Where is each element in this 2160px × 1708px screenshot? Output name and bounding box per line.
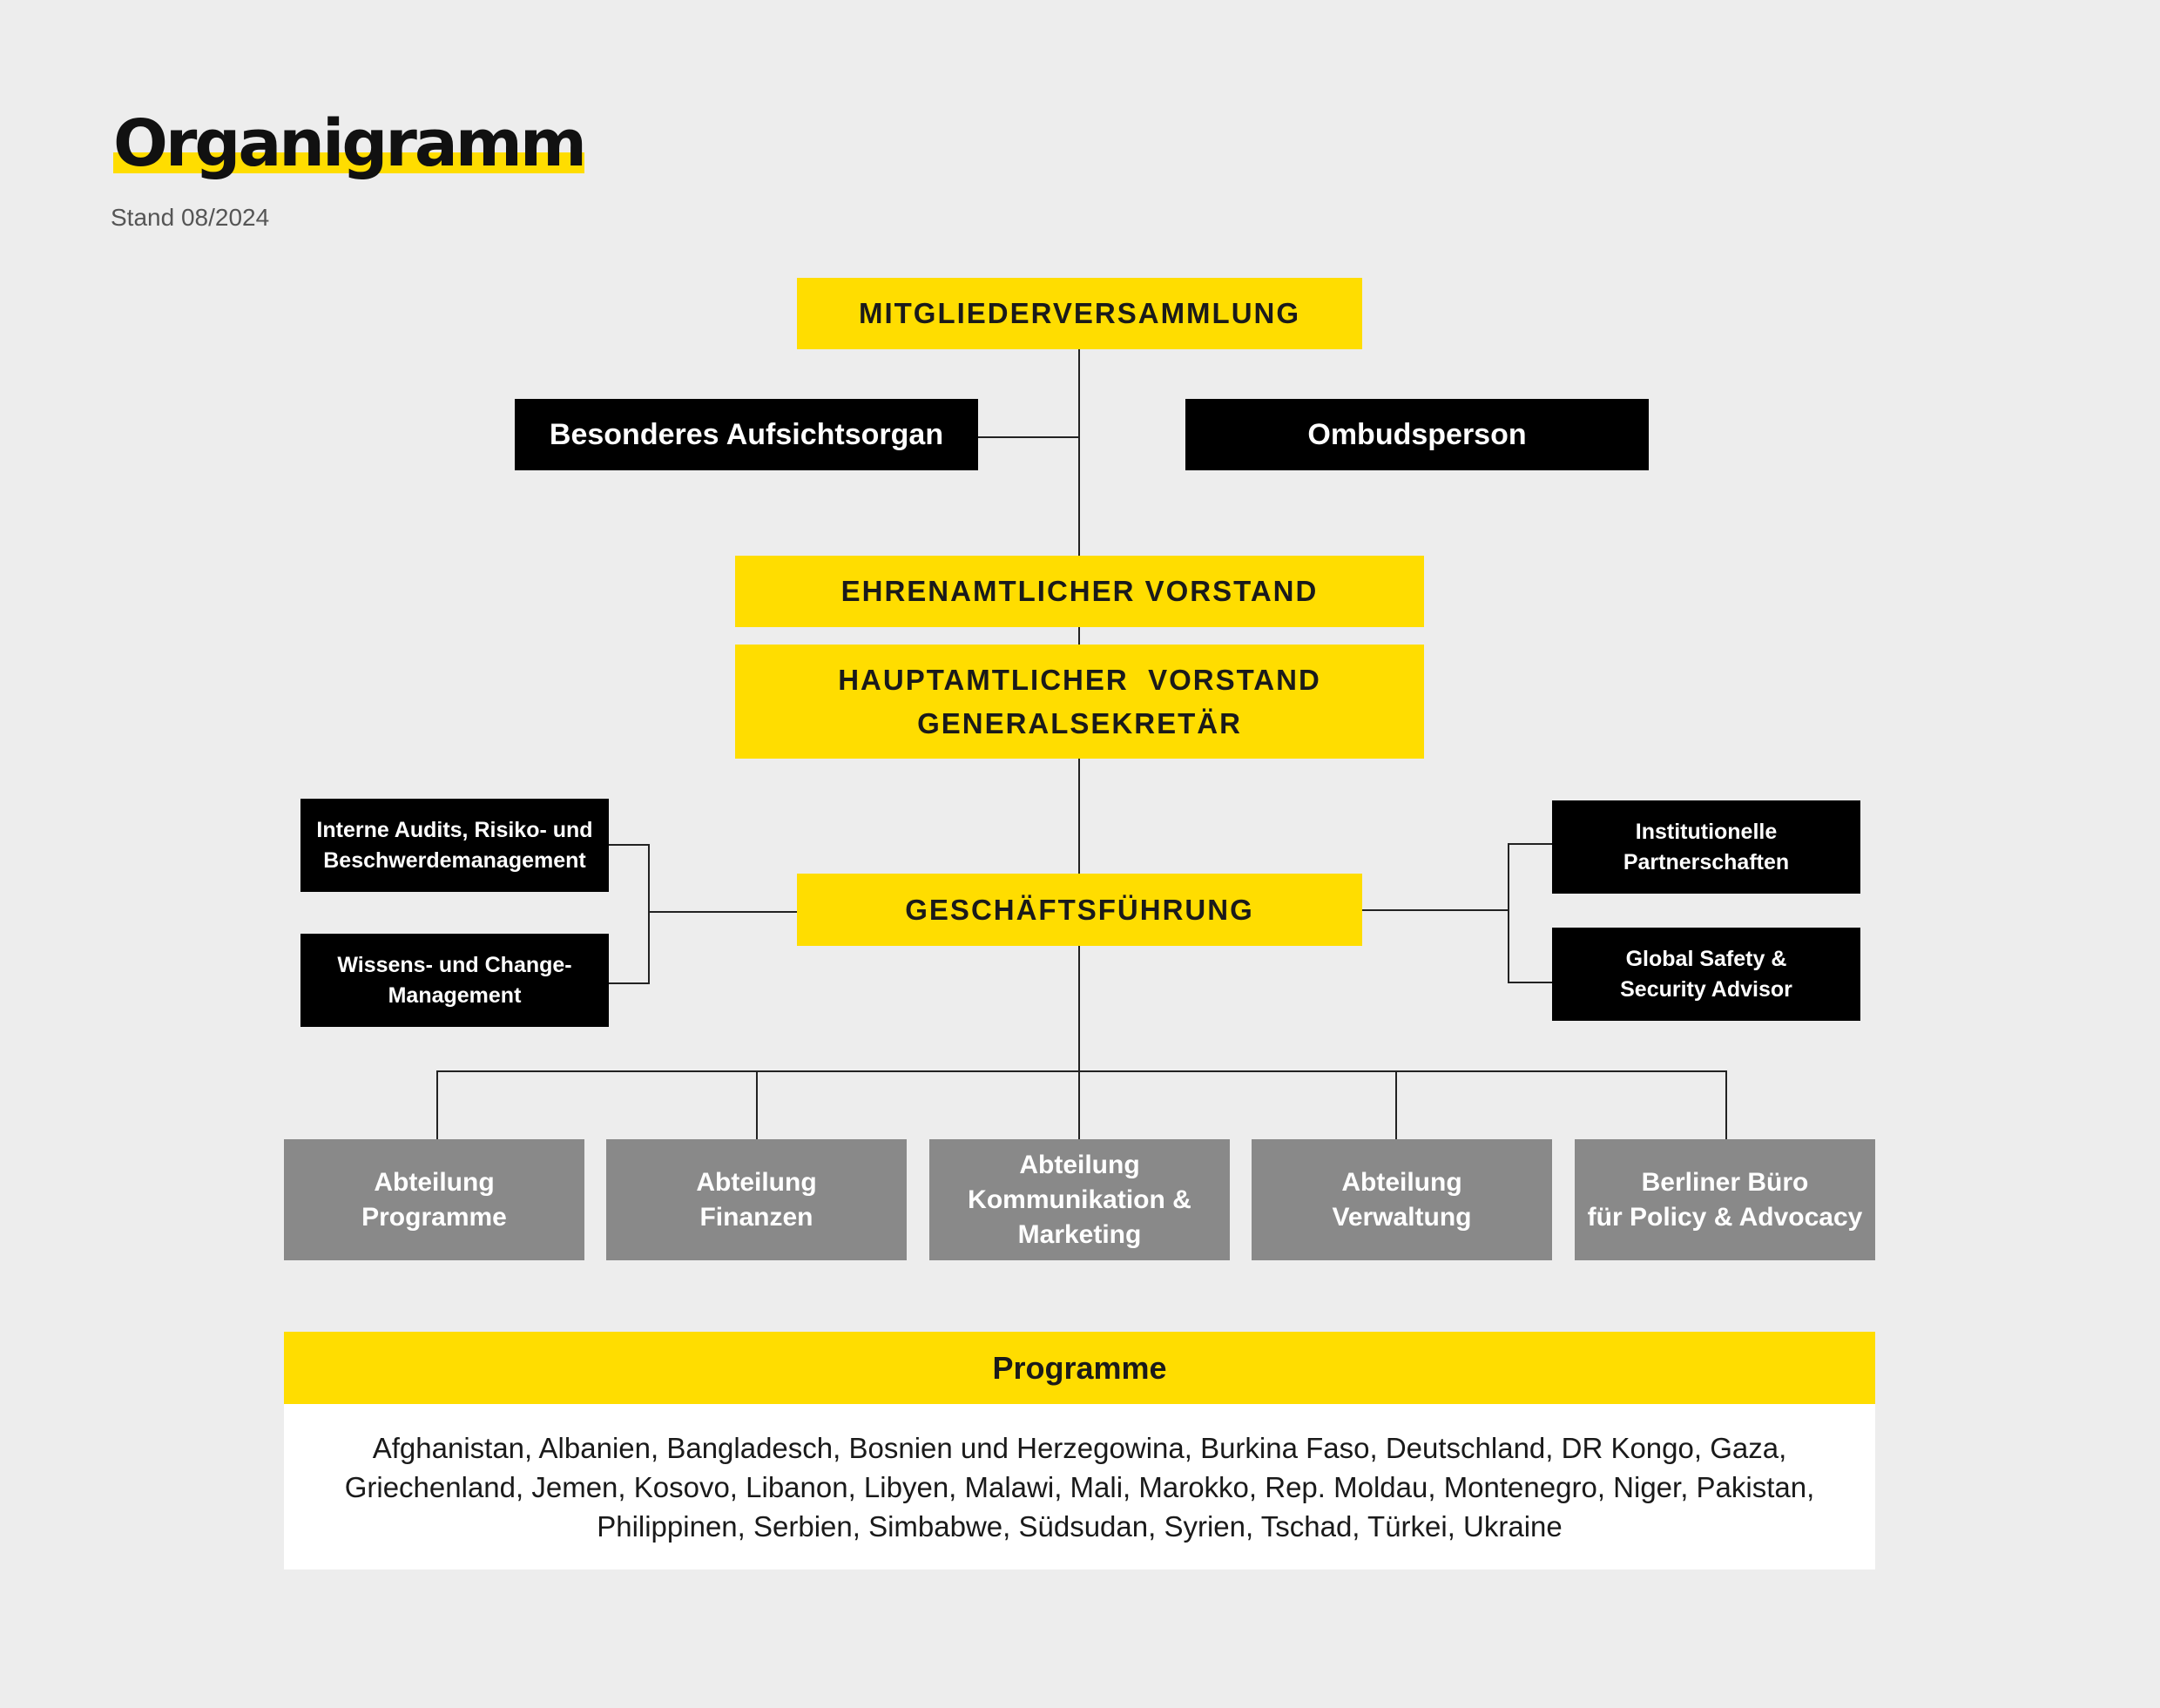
box-mitgliederversammlung-label: MITGLIEDERVERSAMMLUNG: [858, 297, 1301, 329]
box-hauptamtlicher-vorstand: HAUPTAMTLICHER VORSTAND GENERALSEKRETÄR: [735, 645, 1424, 759]
box-global-safety: Global Safety & Security Advisor: [1552, 928, 1860, 1021]
box-global-safety-line2: Security Advisor: [1620, 976, 1792, 1002]
department-line3: Marketing: [1017, 1219, 1142, 1249]
box-geschaeftsfuehrung: GESCHÄFTSFÜHRUNG: [797, 874, 1362, 946]
connector-dept-2: [756, 1070, 758, 1140]
title-block: Organigramm: [113, 106, 587, 181]
programmes-list: Afghanistan, Albanien, Bangladesch, Bosn…: [284, 1404, 1875, 1570]
connector-partnerschaften: [1508, 843, 1553, 845]
box-mitgliederversammlung: MITGLIEDERVERSAMMLUNG: [797, 278, 1362, 349]
connector-audits: [608, 844, 650, 846]
department-line2: Programme: [361, 1202, 507, 1232]
department-box-verwaltung: Abteilung Verwaltung: [1252, 1139, 1552, 1260]
department-line2: Verwaltung: [1332, 1202, 1472, 1232]
department-line1: Abteilung: [1341, 1167, 1462, 1197]
box-wissens-management: Wissens- und Change- Management: [300, 934, 609, 1027]
box-ehrenamtlicher-vorstand-label: EHRENAMTLICHER VORSTAND: [840, 575, 1319, 607]
connector-left-bracket: [648, 844, 650, 984]
department-box-kommunikation: Abteilung Kommunikation & Marketing: [929, 1139, 1230, 1260]
department-line1: Abteilung: [696, 1167, 817, 1197]
programmes-heading: Programme: [284, 1332, 1875, 1404]
connector-department-bus: [436, 1070, 1727, 1072]
box-ombudsperson-label: Ombudsperson: [1307, 417, 1527, 451]
title-highlight: [113, 152, 584, 173]
connector-gf-bottom: [1078, 945, 1080, 1071]
department-line2: Finanzen: [699, 1202, 813, 1232]
department-line2: für Policy & Advocacy: [1587, 1202, 1863, 1232]
box-ehrenamtlicher-vorstand: EHRENAMTLICHER VORSTAND: [735, 556, 1424, 627]
box-interne-audits: Interne Audits, Risiko- und Beschwerdema…: [300, 799, 609, 892]
connector-dept-4: [1395, 1070, 1397, 1140]
department-line1: Abteilung: [1019, 1150, 1140, 1179]
box-interne-audits-line2: Beschwerdemanagement: [323, 847, 586, 873]
department-box-programme: Abteilung Programme: [284, 1139, 584, 1260]
box-global-safety-line1: Global Safety &: [1625, 946, 1787, 971]
department-line1: Abteilung: [374, 1167, 495, 1197]
connector-aufsicht: [977, 436, 1079, 438]
box-partnerschaften-line1: Institutionelle: [1635, 819, 1778, 844]
box-hauptamtlicher-vorstand-line1: HAUPTAMTLICHER VORSTAND: [838, 663, 1321, 696]
connector-right-bracket: [1508, 843, 1509, 983]
box-aufsichtsorgan: Besonderes Aufsichtsorgan: [515, 399, 978, 470]
box-wissens-management-line2: Management: [388, 982, 522, 1008]
box-hauptamtlicher-vorstand-line2: GENERALSEKRETÄR: [917, 706, 1242, 739]
connector-top-vertical: [1078, 348, 1080, 557]
page-title: Organigramm: [113, 106, 587, 181]
connector-wissen: [608, 982, 650, 984]
department-line1: Berliner Büro: [1641, 1167, 1809, 1197]
connector-vorstand: [1078, 626, 1080, 645]
programmes-line3: Philippinen, Serbien, Simbabwe, Südsudan…: [597, 1509, 1563, 1543]
connector-dept-1: [436, 1070, 438, 1140]
programmes-line1: Afghanistan, Albanien, Bangladesch, Bosn…: [372, 1431, 1787, 1464]
connector-dept-5: [1725, 1070, 1727, 1140]
box-wissens-management-line1: Wissens- und Change-: [337, 952, 572, 977]
connector-safety: [1508, 982, 1553, 983]
box-partnerschaften-line2: Partnerschaften: [1623, 849, 1790, 874]
programmes-heading-label: Programme: [992, 1349, 1167, 1386]
connector-gf-top: [1078, 758, 1080, 874]
department-box-finanzen: Abteilung Finanzen: [606, 1139, 907, 1260]
box-institutionelle-partnerschaften: Institutionelle Partnerschaften: [1552, 800, 1860, 894]
box-ombudsperson: Ombudsperson: [1185, 399, 1649, 470]
page-subtitle: Stand 08/2024: [111, 204, 270, 231]
connector-dept-3: [1078, 1070, 1080, 1140]
box-aufsichtsorgan-label: Besonderes Aufsichtsorgan: [549, 417, 944, 451]
programmes-line2: Griechenland, Jemen, Kosovo, Libanon, Li…: [344, 1470, 1815, 1503]
box-interne-audits-line1: Interne Audits, Risiko- und: [316, 817, 593, 842]
connector-left-to-gf: [648, 911, 798, 913]
connector-right-to-gf: [1361, 909, 1509, 911]
department-box-berliner-buero: Berliner Büro für Policy & Advocacy: [1575, 1139, 1875, 1260]
box-geschaeftsfuehrung-label: GESCHÄFTSFÜHRUNG: [905, 893, 1254, 926]
department-line2: Kommunikation &: [968, 1185, 1191, 1214]
